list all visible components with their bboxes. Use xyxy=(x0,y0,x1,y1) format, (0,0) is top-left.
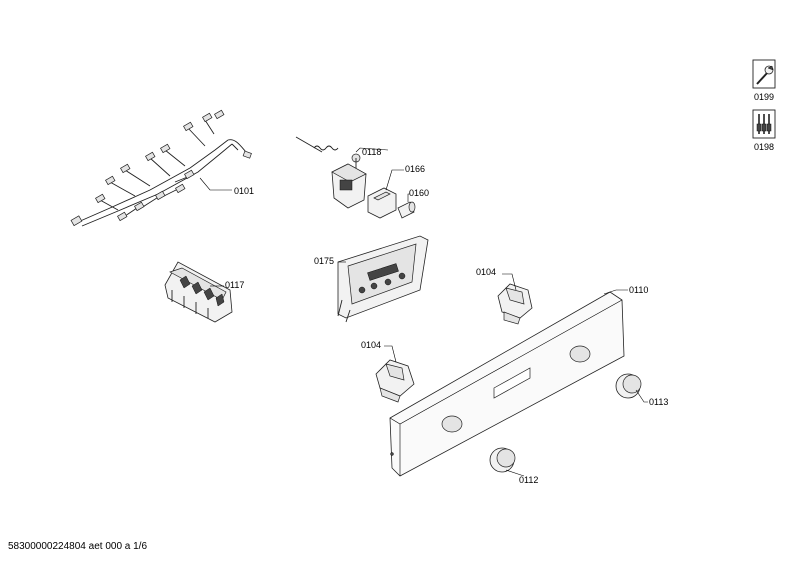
label-0104-lower: 0104 xyxy=(361,340,381,350)
knob-holder-0104-upper[interactable] xyxy=(497,273,533,325)
wrench-icon[interactable] xyxy=(752,59,776,89)
document-footer: 58300000224804 aet 000 a 1/6 xyxy=(8,541,148,552)
label-0199: 0199 xyxy=(754,92,774,102)
selector-switch-0118[interactable] xyxy=(295,136,389,209)
label-0112: 0112 xyxy=(519,475,538,485)
label-0101: 0101 xyxy=(234,186,254,196)
label-0104-upper: 0104 xyxy=(476,267,496,277)
label-0166: 0166 xyxy=(405,164,425,174)
bracket-0166[interactable] xyxy=(367,169,404,219)
shaft-extension-0160[interactable] xyxy=(397,193,416,219)
label-0113: 0113 xyxy=(649,397,668,407)
knob-0112[interactable] xyxy=(489,447,525,477)
label-0110: 0110 xyxy=(629,285,648,295)
label-0198: 0198 xyxy=(754,142,774,152)
knob-holder-0104-lower[interactable] xyxy=(375,345,415,403)
screwdriver-set-icon[interactable] xyxy=(752,109,776,139)
label-0117: 0117 xyxy=(225,280,244,290)
terminal-block-0117[interactable] xyxy=(164,261,233,323)
control-module-0175[interactable] xyxy=(337,235,429,323)
wiring-harness-0101[interactable] xyxy=(70,109,252,227)
label-0118: 0118 xyxy=(362,147,381,157)
knob-0113[interactable] xyxy=(615,373,648,403)
label-0175: 0175 xyxy=(314,256,334,266)
control-panel-0110[interactable] xyxy=(389,289,628,477)
label-0160: 0160 xyxy=(409,188,429,198)
